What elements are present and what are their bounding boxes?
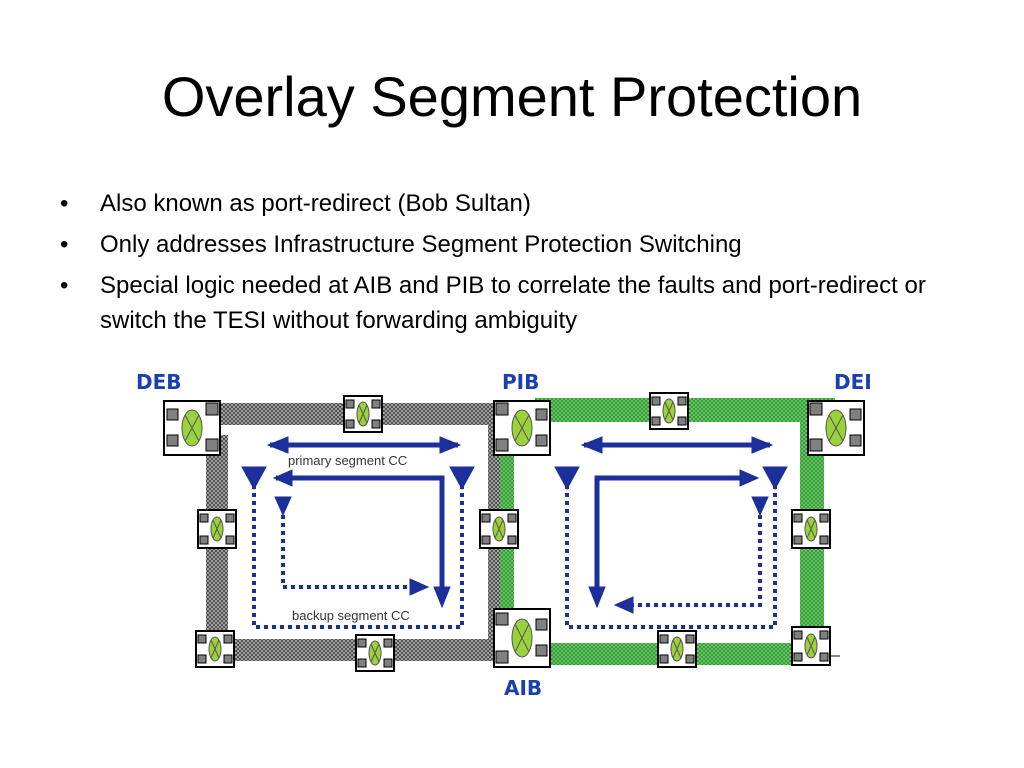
bullet-text: Special logic needed at AIB and PIB to c…: [100, 272, 926, 334]
bullet-item: • Also known as port-redirect (Bob Sultan…: [60, 186, 980, 221]
deb-node-right: [807, 400, 865, 456]
bullet-item: • Only addresses Infrastructure Segment P…: [60, 227, 980, 262]
network-diagram: DEB PIB DEB AIB primary segment CC backu…: [136, 370, 870, 700]
bullet-dot: •: [60, 272, 69, 299]
primary-cc-left: [266, 436, 462, 609]
relay-node: [791, 509, 831, 549]
deb-label-right: DEB: [834, 370, 870, 394]
relay-node: [657, 630, 697, 668]
primary-cc-label: primary segment CC: [288, 453, 407, 468]
relay-node: [479, 509, 519, 549]
bullet-dot: •: [60, 190, 69, 217]
slide-title: Overlay Segment Protection: [161, 65, 863, 128]
pib-label: PIB: [502, 370, 539, 394]
bullet-item: • Special logic needed at AIB and PIB to …: [60, 268, 980, 338]
bullet-text: Also known as port-redirect (Bob Sultan): [100, 190, 531, 217]
bullet-text: Only addresses Infrastructure Segment Pr…: [100, 231, 742, 258]
backup-cc-label: backup segment CC: [292, 608, 410, 623]
relay-node: [343, 395, 383, 433]
backup-cc-left: [241, 466, 475, 629]
pib-node: [493, 400, 551, 456]
backup-cc-right: [554, 466, 788, 629]
bullet-list: • Also known as port-redirect (Bob Sultan…: [60, 186, 980, 344]
relay-node: [649, 392, 689, 430]
deb-node-left: [163, 400, 221, 456]
primary-cc-right: [580, 436, 774, 609]
aib-node: [493, 608, 551, 668]
bullet-dot: •: [60, 231, 69, 258]
deb-label-left: DEB: [136, 370, 182, 394]
relay-node: [355, 634, 395, 672]
relay-node: [195, 630, 235, 668]
aib-label: AIB: [504, 676, 542, 700]
relay-node: [197, 509, 237, 549]
relay-node: [791, 626, 831, 666]
